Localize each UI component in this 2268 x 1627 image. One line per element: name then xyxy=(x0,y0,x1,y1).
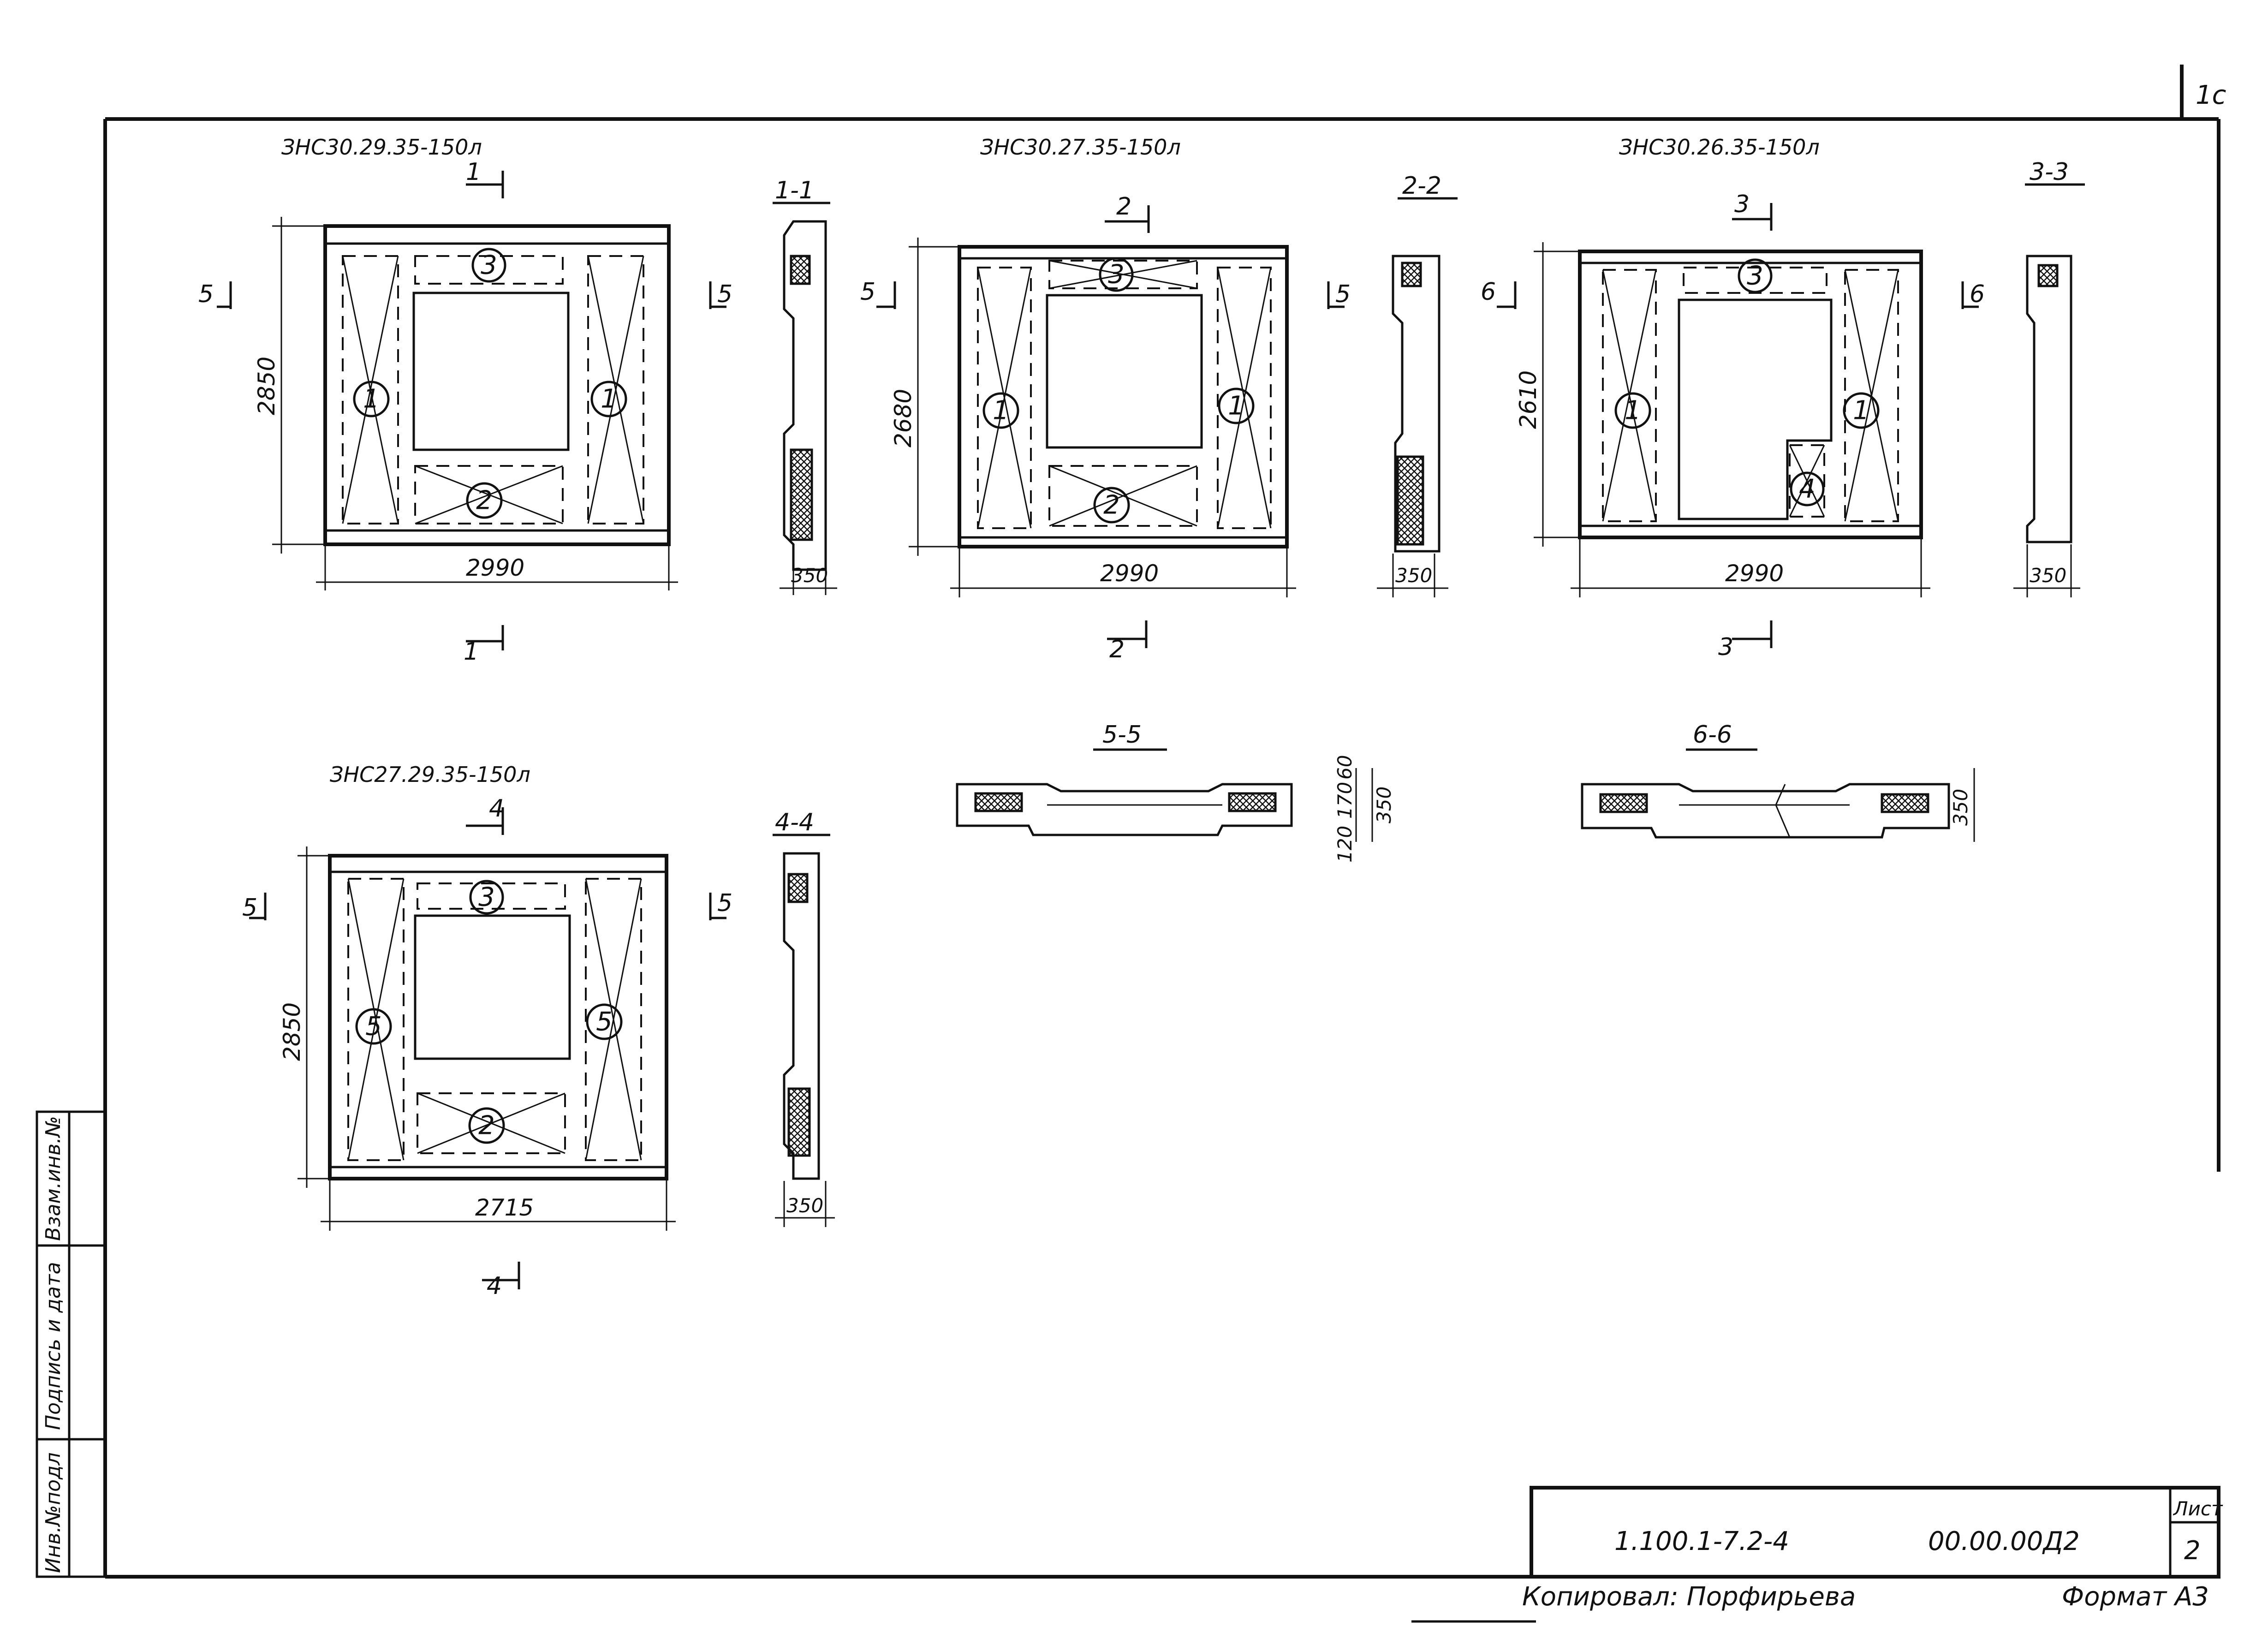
panel-3: ЗНС30.26.35-150л 1 1 3 4 2610 2990 3 3 6… xyxy=(1481,135,2085,661)
stamp-inv-podl: Инв.№подл xyxy=(42,1452,65,1573)
panel-1-mark-right: 1 xyxy=(601,384,617,414)
panel-2-width: 2990 xyxy=(1100,560,1159,587)
panel-2-mark-bottom: 2 xyxy=(1103,490,1120,520)
drawing-code: 00.00.00Д2 xyxy=(1928,1526,2080,1556)
panel-3-mark-bottom: 4 xyxy=(1799,474,1816,504)
panel-4-section-label: 4-4 xyxy=(775,809,814,836)
panel-4-cut-top: 4 xyxy=(489,795,504,822)
panel-2-cut-bottom: 2 xyxy=(1109,636,1125,663)
panel-4-mark-left: 5 xyxy=(365,1012,382,1042)
panel-2-mark-left: 1 xyxy=(993,396,1009,426)
panel-3-width: 2990 xyxy=(1725,560,1784,587)
panel-4-width: 2715 xyxy=(475,1194,534,1221)
panel-4-side-right: 5 xyxy=(717,889,732,917)
title-block xyxy=(1530,1486,2220,1579)
panel-4-side-left: 5 xyxy=(242,894,257,922)
panel-3-section-width: 350 xyxy=(2030,564,2066,587)
panel-2-section-label: 2-2 xyxy=(1402,172,1441,200)
panel-1-mark-left: 1 xyxy=(363,384,380,414)
panel-1-width: 2990 xyxy=(466,554,524,581)
section-5-5-label: 5-5 xyxy=(1102,721,1142,749)
panel-4-section-width: 350 xyxy=(786,1194,823,1217)
panel-4-title: ЗНС27.29.35-150л xyxy=(330,762,530,787)
stamp-signature-date: Подпись и дата xyxy=(42,1262,65,1430)
panel-1-cut-bottom: 1 xyxy=(464,638,479,666)
panel-1-side-right: 5 xyxy=(717,280,732,308)
panel-2-title: ЗНС30.27.35-150л xyxy=(980,135,1181,160)
sheet-number: 2 xyxy=(2184,1536,2201,1566)
panel-4-mark-bottom: 2 xyxy=(478,1111,495,1141)
panel-2-section-width: 350 xyxy=(1395,564,1432,587)
panel-1-side-left: 5 xyxy=(198,280,214,308)
panel-3-cut-bottom: 3 xyxy=(1718,633,1733,661)
panel-4-mark-right: 5 xyxy=(596,1007,613,1037)
panel-3-height: 2610 xyxy=(1515,370,1542,429)
panel-1: ЗНС30.29.35-150л 1 1 2 3 2850 2990 1 1 xyxy=(198,135,837,666)
panel-2-mark-top: 3 xyxy=(1108,260,1125,290)
panel-2: ЗНС30.27.35-150л 1 1 2 3 2680 2990 2 2 5… xyxy=(860,135,1458,663)
corner-mark: 1c xyxy=(2196,80,2226,110)
panel-1-section-label: 1-1 xyxy=(775,177,814,204)
panel-4: ЗНС27.29.35-150л 5 5 2 3 2850 2715 4 4 5… xyxy=(242,762,835,1300)
panel-3-cut-top: 3 xyxy=(1734,191,1750,218)
section-6-6-dim-350: 350 xyxy=(1949,789,1972,826)
section-5-5-dim-120: 120 xyxy=(1333,826,1356,863)
panel-3-title: ЗНС30.26.35-150л xyxy=(1619,135,1820,160)
doc-code: 1.100.1-7.2-4 xyxy=(1614,1526,1789,1556)
sheet-label: Лист xyxy=(2173,1497,2223,1520)
section-5-5-dim-60: 60 xyxy=(1333,755,1356,780)
format-label: Формат А3 xyxy=(2062,1582,2209,1612)
sheet-frame xyxy=(103,65,2220,1579)
panel-1-mark-top: 3 xyxy=(481,250,497,280)
panel-3-side-right: 6 xyxy=(1970,280,1985,308)
panel-4-height: 2850 xyxy=(279,1002,305,1061)
panel-3-section-label: 3-3 xyxy=(2030,158,2069,186)
stamp-vzam-inv: Взам.инв.№ xyxy=(42,1116,65,1241)
panel-2-cut-top: 2 xyxy=(1116,193,1131,221)
section-5-5-dim-170: 170 xyxy=(1333,782,1356,819)
panel-3-mark-right: 1 xyxy=(1853,396,1869,426)
side-stamp xyxy=(36,1110,107,1578)
panel-1-title: ЗНС30.29.35-150л xyxy=(281,135,482,160)
panel-2-mark-right: 1 xyxy=(1228,391,1244,421)
panel-1-height: 2850 xyxy=(253,357,280,415)
panel-1-mark-bottom: 2 xyxy=(476,486,493,516)
plan-section-6-6: 6-6 350 xyxy=(1581,721,1975,842)
plan-section-5-5: 5-5 60 170 120 350 xyxy=(956,721,1395,863)
section-6-6-label: 6-6 xyxy=(1693,721,1732,749)
panel-4-cut-bottom: 4 xyxy=(487,1272,502,1300)
panel-3-side-left: 6 xyxy=(1481,278,1496,306)
panel-2-height: 2680 xyxy=(890,389,917,447)
panel-1-cut-top: 1 xyxy=(466,158,481,186)
panel-3-mark-left: 1 xyxy=(1625,396,1641,426)
panel-4-mark-top: 3 xyxy=(478,882,495,912)
panel-2-side-left: 5 xyxy=(860,278,875,306)
copied-by: Копировал: Порфирьева xyxy=(1522,1582,1856,1612)
panel-1-section-width: 350 xyxy=(791,564,828,587)
panel-3-mark-top: 3 xyxy=(1747,261,1763,291)
section-5-5-dim-350: 350 xyxy=(1373,787,1395,823)
panel-2-side-right: 5 xyxy=(1335,280,1351,308)
